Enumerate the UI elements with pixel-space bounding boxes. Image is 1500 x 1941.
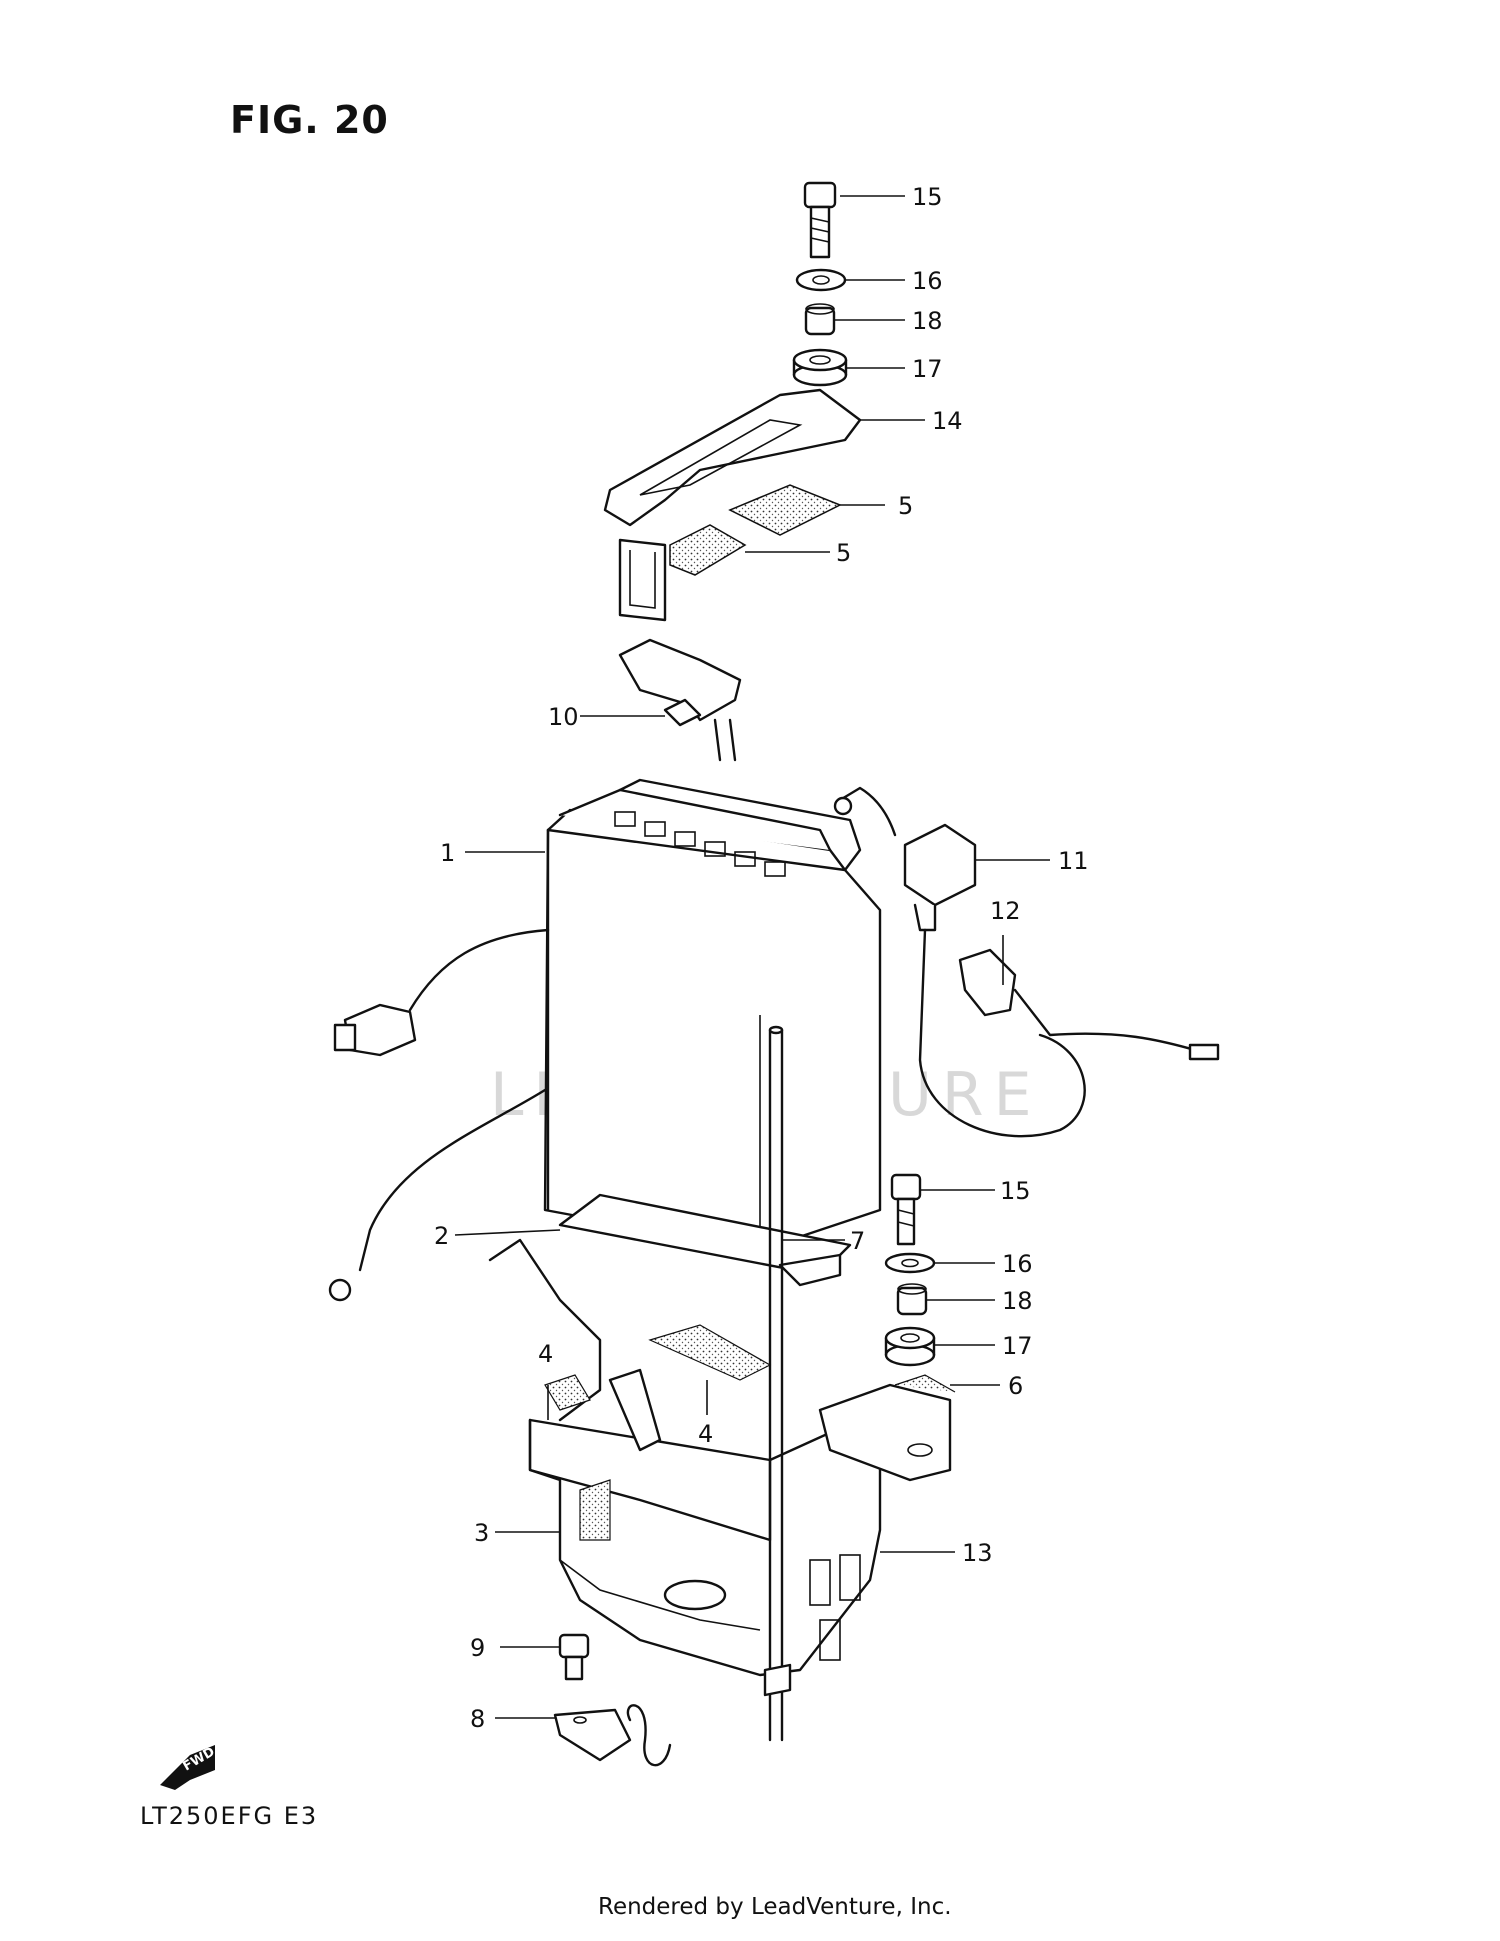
callout-8: 8 bbox=[470, 1705, 486, 1733]
callout-6: 6 bbox=[1008, 1372, 1024, 1400]
callout-18-right: 18 bbox=[1002, 1287, 1033, 1315]
leader-lines bbox=[454, 195, 1050, 1719]
callout-11: 11 bbox=[1058, 847, 1089, 875]
battery-box-strap bbox=[488, 1238, 662, 1452]
pad-4-left bbox=[544, 1374, 591, 1411]
callout-4-center: 4 bbox=[698, 1420, 714, 1448]
callout-16-right: 16 bbox=[1002, 1250, 1033, 1278]
callout-9: 9 bbox=[470, 1634, 486, 1662]
callout-10: 10 bbox=[548, 703, 579, 731]
pad-upper bbox=[728, 484, 842, 536]
pad-4-right bbox=[648, 1324, 772, 1381]
callout-13: 13 bbox=[962, 1539, 993, 1567]
callout-5-upper: 5 bbox=[898, 492, 914, 520]
callout-12: 12 bbox=[990, 897, 1021, 925]
callout-3: 3 bbox=[474, 1519, 490, 1547]
figure-title: FIG. 20 bbox=[230, 98, 389, 142]
collar-right bbox=[896, 1283, 928, 1316]
grommet-right bbox=[884, 1326, 936, 1367]
callout-17-top: 17 bbox=[912, 355, 943, 383]
battery bbox=[543, 778, 882, 1252]
bolt-9 bbox=[558, 1633, 590, 1681]
pad-lower bbox=[669, 524, 747, 576]
bolt-right bbox=[890, 1173, 922, 1246]
terminal-cover bbox=[618, 638, 742, 762]
pad-2 bbox=[558, 1193, 852, 1277]
washer-right bbox=[884, 1252, 936, 1274]
model-code: LT250EFG E3 bbox=[140, 1802, 319, 1830]
battery-lead-connector bbox=[333, 928, 550, 1057]
callout-1: 1 bbox=[440, 839, 456, 867]
footer-credit: Rendered by LeadVenture, Inc. bbox=[598, 1894, 952, 1920]
fuse-holder bbox=[958, 948, 1220, 1061]
washer-top bbox=[795, 268, 847, 292]
vent-rod bbox=[763, 1025, 792, 1742]
callout-7: 7 bbox=[850, 1227, 866, 1255]
clamp-8 bbox=[553, 1704, 672, 1767]
collar-top bbox=[804, 303, 836, 336]
callout-15-right: 15 bbox=[1000, 1177, 1031, 1205]
callout-14: 14 bbox=[932, 407, 963, 435]
battery-holder-plate bbox=[603, 388, 862, 622]
fwd-arrow-icon bbox=[160, 1745, 215, 1790]
bolt-top bbox=[803, 181, 837, 259]
positive-cable-cover bbox=[833, 786, 1086, 1138]
callout-15-top: 15 bbox=[912, 183, 943, 211]
battery-cable-negative bbox=[328, 1088, 547, 1302]
callout-2: 2 bbox=[434, 1222, 450, 1250]
callout-18-top: 18 bbox=[912, 307, 943, 335]
callout-4-left: 4 bbox=[538, 1340, 554, 1368]
callout-17-right: 17 bbox=[1002, 1332, 1033, 1360]
grommet-top bbox=[792, 348, 848, 387]
callout-16-top: 16 bbox=[912, 267, 943, 295]
callout-5-lower: 5 bbox=[836, 539, 852, 567]
